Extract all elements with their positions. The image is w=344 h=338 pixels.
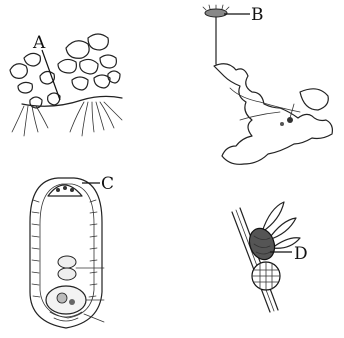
frond-blade: [214, 64, 332, 165]
label-b: B: [251, 5, 264, 25]
panel-d-reproductive-structure: D: [232, 202, 308, 312]
label-a-leader: [42, 50, 60, 100]
diagonal-stem: [232, 208, 278, 312]
label-d: D: [294, 244, 308, 264]
label-a: A: [32, 33, 46, 53]
fern-leaves-right: [58, 34, 120, 90]
panel-c-ovule-section: C: [30, 174, 114, 328]
frond-tip: [300, 89, 328, 110]
label-c: C: [101, 174, 114, 194]
panel-b-fern-frond: B: [203, 5, 332, 164]
fern-roots: [12, 102, 122, 136]
polar-nuclei: [58, 256, 104, 280]
wall-hatching: [32, 200, 97, 297]
dark-body: [245, 225, 278, 263]
panel-a-floating-fern: A: [10, 33, 122, 136]
sporangium-cluster: [203, 5, 229, 17]
